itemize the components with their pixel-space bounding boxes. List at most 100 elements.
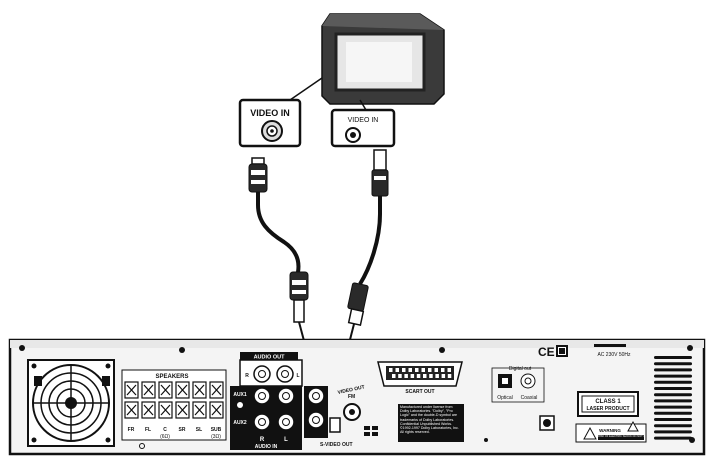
aux2-label: AUX2 [233,420,247,426]
warning-title: WARNING [599,428,621,433]
scart-pin [416,374,421,378]
vent-slot [654,399,692,403]
scart-pin [392,374,396,378]
scart-pin [447,368,451,372]
fm-label: FM [348,394,355,400]
speaker-channel-fl: FL [145,427,151,433]
speaker-terminal [209,401,224,419]
speaker-terminal [124,401,139,419]
speaker-channel-fr: FR [128,427,135,433]
vent-slot [654,436,692,440]
class1-laser-label: CLASS 1 LASER PRODUCT [577,391,639,417]
speaker-terminal [158,381,173,399]
vent-slot [654,393,692,397]
audio-out-label: AUDIO OUT [254,355,286,361]
video-in-label-left: VIDEO IN [250,108,290,118]
ventilation-slots [594,344,692,440]
audio-out-block: AUDIO OUT R L [239,352,303,387]
rear-panel: SPEAKERS FR FL C SR SL SUB (6Ω) (3Ω) AUD… [8,338,706,456]
ce-mark-label: CE [538,345,555,359]
s-video-label: S-VIDEO OUT [320,442,353,448]
vent-slot [654,368,692,372]
video-outputs: VIDEO OUT S-VIDEO OUT FM [304,384,378,448]
vent-slot [654,387,692,390]
scart-pin [404,374,408,378]
dolby-notice: Manufactured under license from Dolby La… [398,404,464,442]
speaker-terminal [141,381,156,399]
warning-label: WARNING RISK OF ELECTRIC SHOCK DO NOT OP… [575,420,647,443]
class1-line1: CLASS 1 [595,399,621,405]
scart-pin [408,368,412,372]
scart-pin [441,374,446,378]
scart-pin [389,368,393,372]
vent-slot [654,418,692,421]
cooling-fan-icon [27,359,115,447]
speaker-terminal [141,401,156,419]
audio-in-label: AUDIO IN [255,444,278,450]
video-out-label: VIDEO OUT [337,384,365,396]
scart-pin [423,374,427,378]
tv-set [321,13,445,105]
ce-mark: CE [538,345,568,359]
speaker-terminal [175,401,190,419]
scart-pin [410,374,415,378]
scart-pin [435,374,439,378]
video-in-callout-antenna: VIDEO IN [330,108,396,148]
vent-slot [654,362,692,366]
speaker-channel-sr: SR [179,427,186,433]
am-antenna-terminal [329,417,341,433]
rca-video-cable [248,157,317,387]
video-in-label-right: VIDEO IN [348,117,379,124]
laser-warning-triangle-icon [627,420,639,432]
digital-out-block: Digital out Optical Coaxial [491,366,555,431]
audio-out-r-label: R [245,373,249,379]
dolby-text: Manufactured under license from Dolby La… [400,405,459,435]
scart-pin [428,368,432,372]
scart-pin [434,368,438,372]
scart-pin [441,368,445,372]
audio-out-l-label: L [296,373,299,379]
speaker-channel-sl: SL [196,427,202,433]
scart-pin [395,368,399,372]
vent-slot [654,424,692,428]
coaxial-label: Coaxial [521,395,538,401]
antenna-cable [329,149,389,419]
speaker-terminal [175,381,190,399]
vent-slot [654,380,692,384]
vent-slot [654,405,692,409]
scart-connector: SCART OUT [377,361,463,395]
warning-triangle-icon [583,426,597,440]
vent-slot [654,374,692,378]
scart-pin [421,368,425,372]
speaker-terminals: SPEAKERS FR FL C SR SL SUB (6Ω) (3Ω) [121,369,227,449]
class1-line2: LASER PRODUCT [586,406,629,412]
scart-label: SCART OUT [405,389,434,395]
scart-pin [402,368,406,372]
speakers-impedance: (6Ω) [160,434,170,440]
video-in-callout-rca: VIDEO IN [238,98,302,148]
speakers-label: SPEAKERS [155,374,188,380]
aux1-label: AUX1 [233,392,247,398]
speaker-terminal [192,381,207,399]
speaker-channel-labels: FR FL C SR SL SUB [128,427,222,433]
speaker-terminal [158,401,173,419]
power-spec: AC 230V 50Hz [597,352,631,358]
scart-pin [398,374,402,378]
audio-in-r-label: R [260,437,265,443]
scart-pin [415,368,419,372]
optical-label: Optical [497,395,513,401]
scart-pin [447,374,452,378]
speaker-channel-c: C [163,427,167,433]
audio-in-block: AUX1 AUX2 R L AUDIO IN [230,386,302,450]
speaker-terminal [124,381,139,399]
speaker-terminal [192,401,207,419]
vent-slot [594,344,626,347]
vent-slot [654,356,692,359]
digital-out-label: Digital out [509,366,532,372]
speakers-impedance-sub: (3Ω) [211,434,221,440]
vent-slot [654,411,692,415]
scart-pin [429,374,433,378]
speaker-channel-sub: SUB [211,427,222,433]
risk-text: RISK OF ELECTRIC SHOCK DO NOT OPEN [598,434,644,438]
